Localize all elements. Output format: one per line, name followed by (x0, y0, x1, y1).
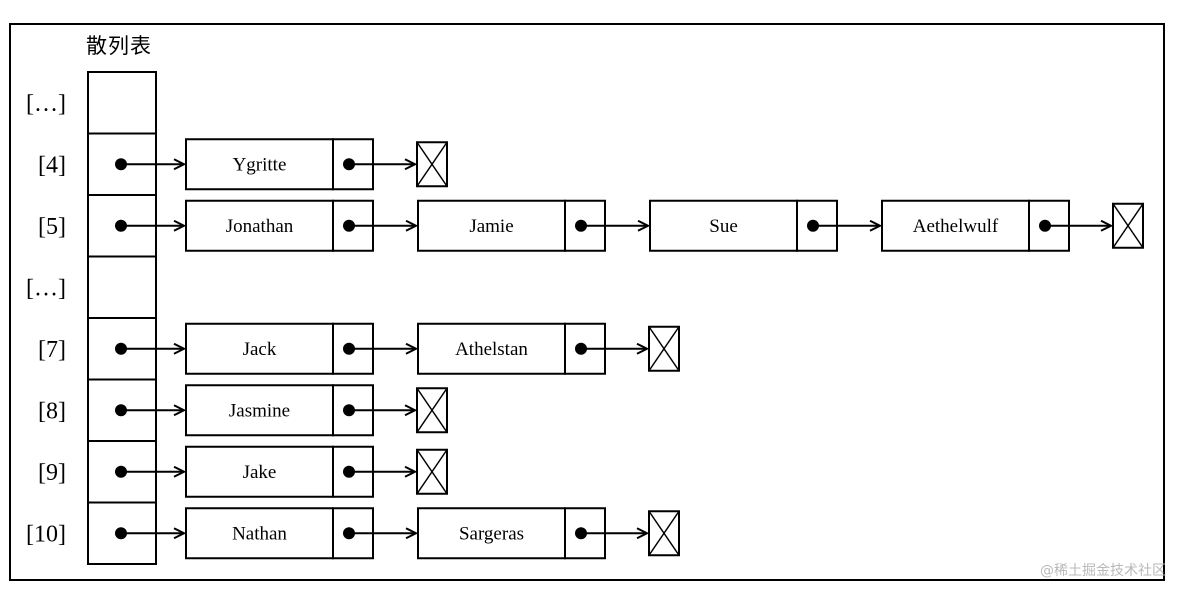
list-node-name: Jamie (469, 216, 513, 237)
list-node-name: Athelstan (455, 339, 528, 360)
null-cross-line (648, 326, 680, 372)
list-node-name: Sue (709, 216, 738, 237)
list-node-value (649, 199, 798, 252)
list-node-value (417, 199, 566, 252)
list-node-name: Nathan (232, 523, 287, 544)
list-node-name: Aethelwulf (913, 216, 999, 237)
null-cross-line (1112, 203, 1144, 249)
slot-index-label: […] (26, 91, 66, 117)
list-node-value (185, 445, 334, 498)
slot-index-label: [7] (38, 337, 66, 363)
list-node-name: Jake (243, 462, 277, 483)
null-cross-line (648, 510, 680, 556)
slot-index-label: [8] (38, 398, 66, 424)
null-cross-line (416, 387, 448, 433)
list-node-name: Jack (243, 339, 277, 360)
list-node-value (185, 138, 334, 191)
list-node-name: Jasmine (229, 400, 290, 421)
diagram-frame (9, 23, 1165, 581)
hash-table-slot (87, 255, 157, 319)
slot-index-label: [10] (26, 521, 66, 547)
hash-table-slot (87, 71, 157, 135)
watermark: @稀土掘金技术社区 (1040, 563, 1166, 579)
slot-index-label: [5] (38, 214, 66, 240)
list-node-value (881, 199, 1030, 252)
null-cross-line (416, 141, 448, 187)
list-node-value (417, 507, 566, 560)
list-node-value (185, 507, 334, 560)
slot-index-label: […] (26, 275, 66, 301)
slot-index-label: [9] (38, 460, 66, 486)
list-node-name: Sargeras (459, 523, 524, 544)
list-node-value (185, 199, 334, 252)
null-cross-line (416, 449, 448, 495)
hash-table-title: 散列表 (86, 34, 152, 58)
list-node-name: Jonathan (226, 216, 294, 237)
list-node-value (185, 384, 334, 437)
slot-index-label: [4] (38, 152, 66, 178)
list-node-name: Ygritte (233, 154, 287, 175)
